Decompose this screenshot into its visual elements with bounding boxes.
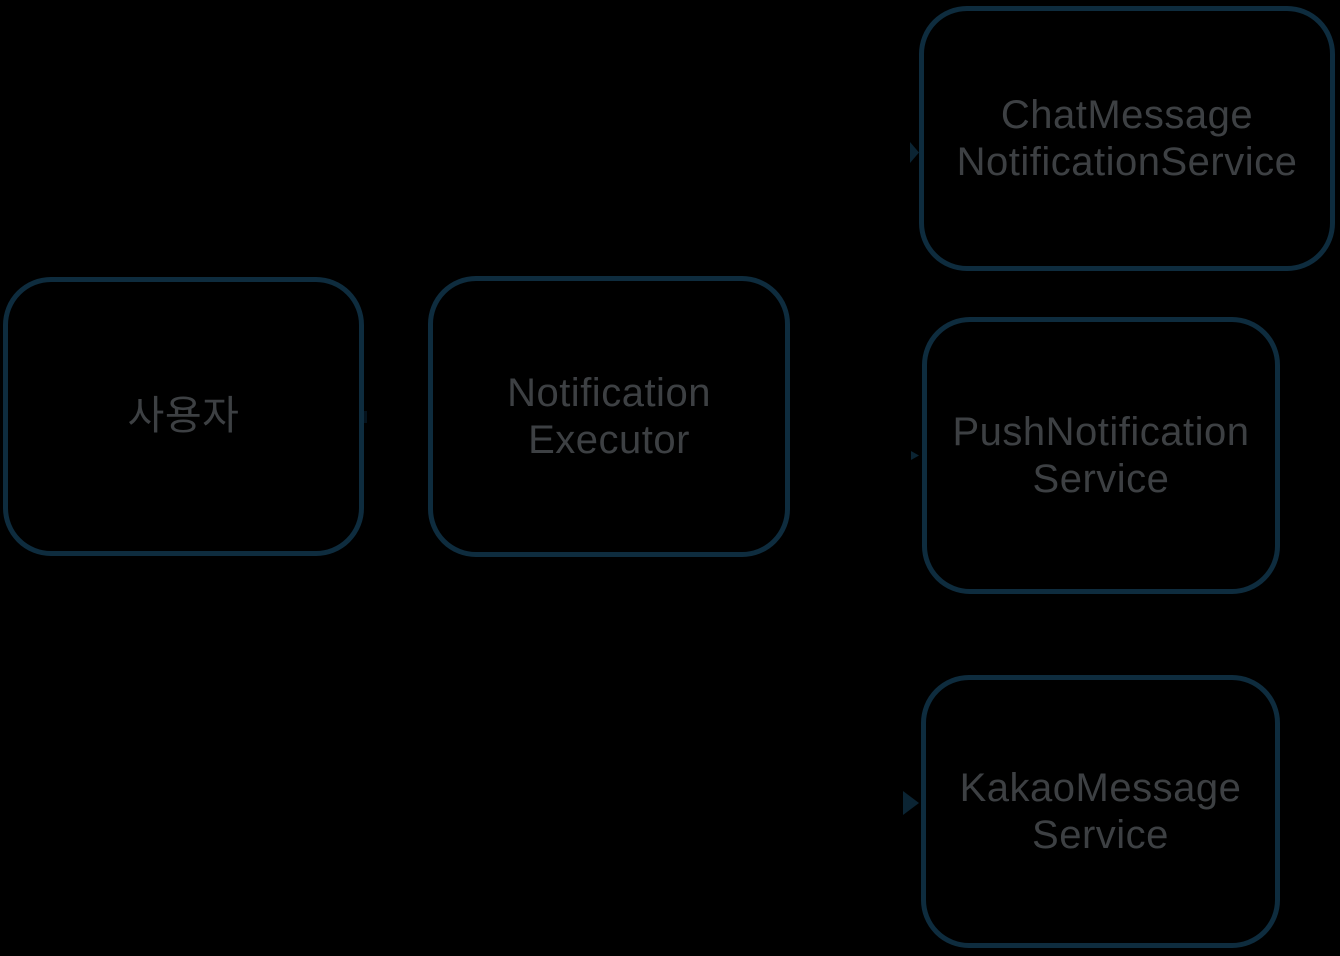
node-notification-executor: Notification Executor — [428, 276, 790, 557]
node-label-line: NotificationService — [956, 139, 1298, 184]
node-pushnotification-service-label: PushNotification Service — [952, 409, 1249, 503]
node-kakaomessage-service-label: KakaoMessage Service — [960, 765, 1242, 859]
node-chatmessage-notificationservice: ChatMessage NotificationService — [919, 6, 1335, 271]
node-chatmessage-notificationservice-label: ChatMessage NotificationService — [957, 92, 1298, 186]
node-label-line: 사용자 — [127, 394, 240, 438]
node-label-line: ChatMessage — [1000, 92, 1254, 137]
arrowhead-icon-to-kakaomessage-service — [903, 791, 919, 815]
node-label-line: Service — [1032, 812, 1169, 857]
node-user-label: 사용자 — [128, 393, 240, 440]
arrowhead-icon-to-chatmessage-service — [910, 142, 919, 163]
node-user: 사용자 — [3, 277, 364, 556]
arrowhead-icon-to-pushnotification-service — [911, 451, 919, 460]
node-label-line: Notification — [507, 370, 711, 415]
node-label-line: Service — [1032, 456, 1170, 501]
node-notification-executor-label: Notification Executor — [507, 370, 711, 464]
node-kakaomessage-service: KakaoMessage Service — [921, 675, 1280, 948]
node-label-line: PushNotification — [952, 409, 1250, 454]
node-label-line: KakaoMessage — [959, 765, 1242, 810]
node-pushnotification-service: PushNotification Service — [922, 317, 1280, 594]
node-label-line: Executor — [528, 417, 690, 462]
